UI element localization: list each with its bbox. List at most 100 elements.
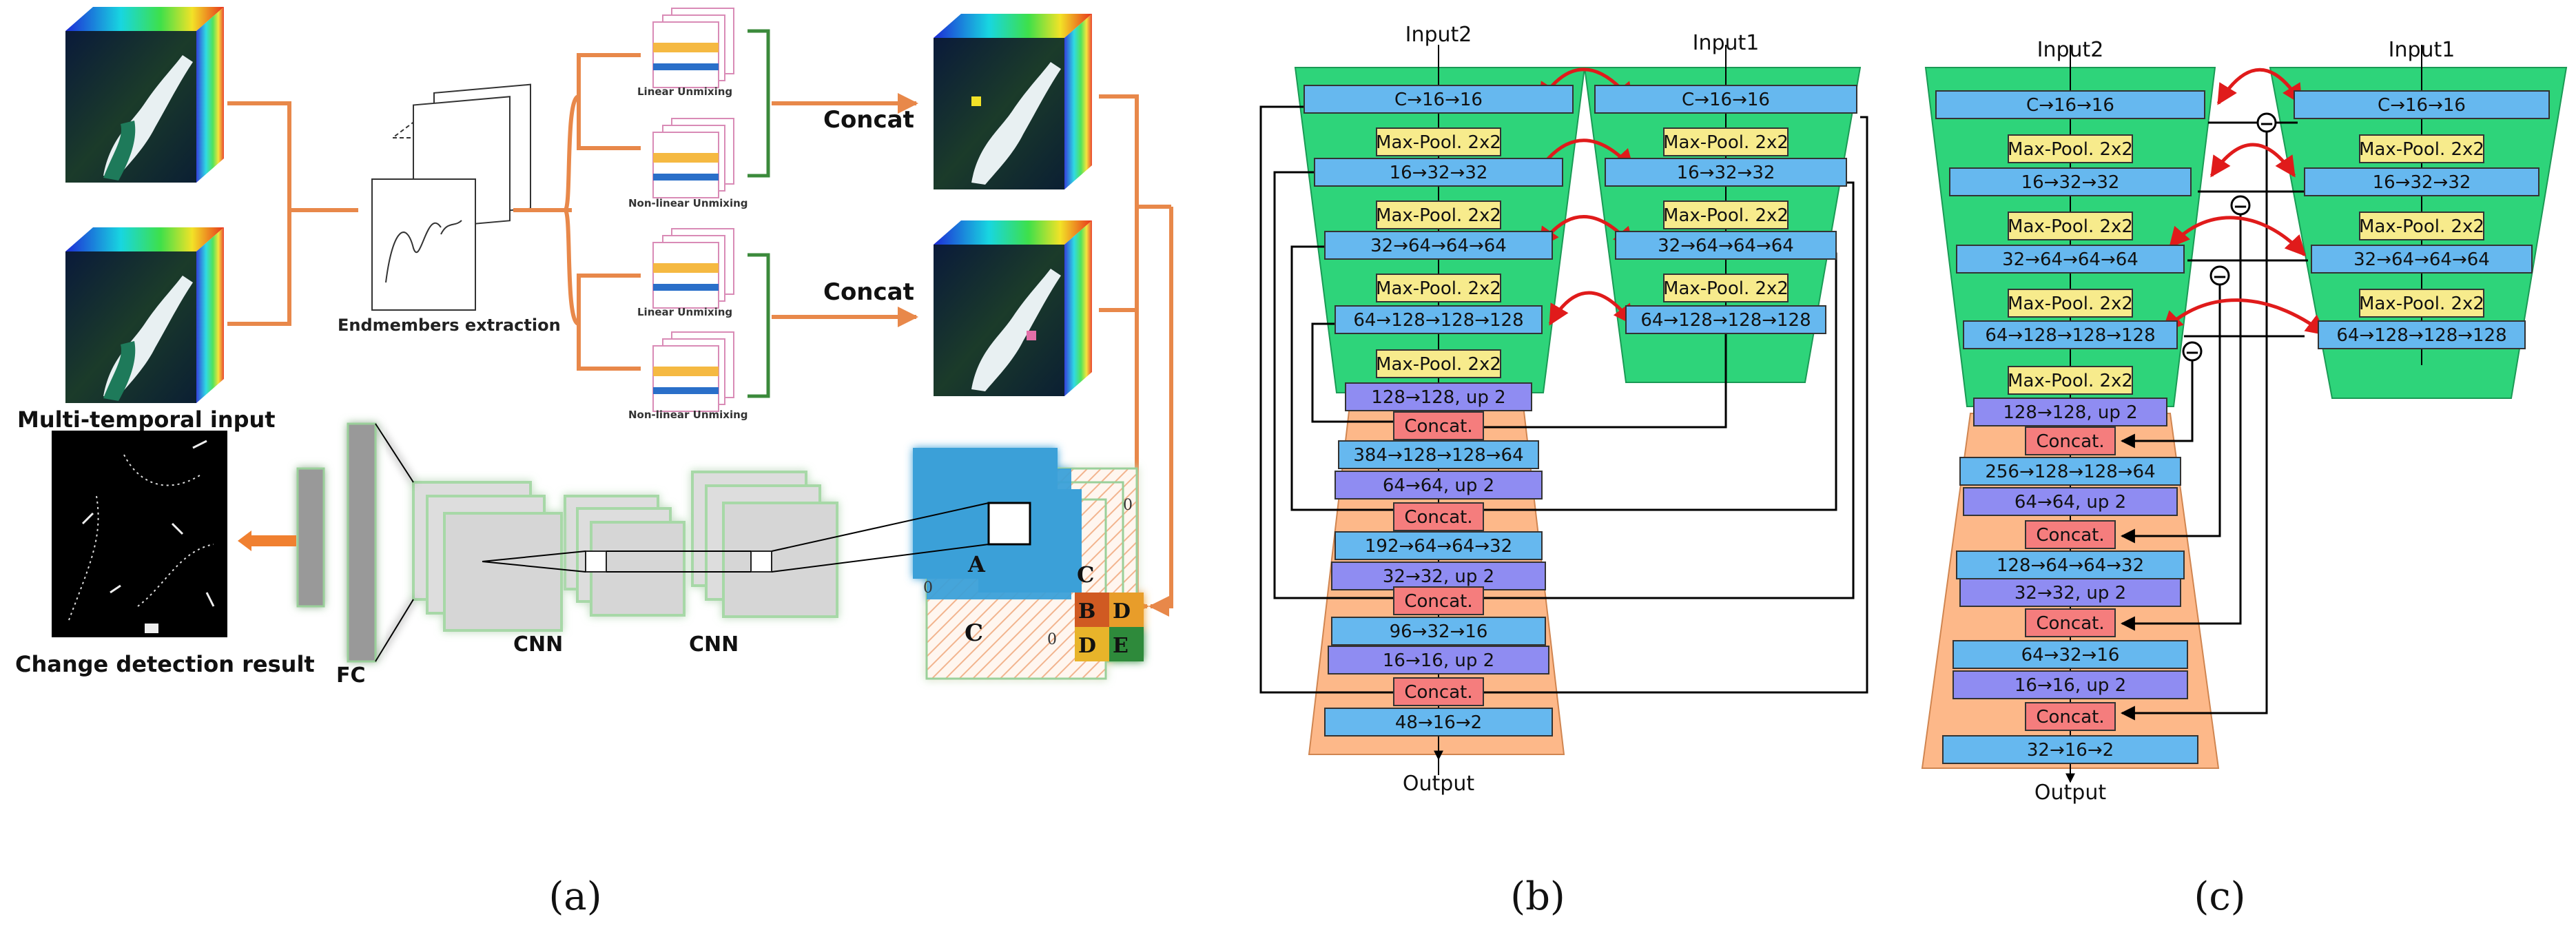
- input-connector: [227, 101, 358, 326]
- max-pool-block: Max-Pool. 2x2: [2008, 134, 2133, 163]
- conv-block-box: [1963, 320, 2178, 349]
- conv-block-box: [2294, 90, 2550, 119]
- max-pool-block-label: Max-Pool. 2x2: [2359, 216, 2484, 237]
- conv-block-label: 64→32→16: [2021, 645, 2120, 666]
- patch-zero: 0: [923, 579, 933, 597]
- concat-block-label: Concat.: [2036, 431, 2104, 452]
- input-image-cube-1: [65, 7, 224, 183]
- max-pool-block: Max-Pool. 2x2: [1376, 200, 1501, 229]
- upsample-block: 64→64, up 2: [1963, 487, 2178, 516]
- max-pool-block: Max-Pool. 2x2: [2359, 212, 2484, 240]
- conv-block: 256→128→128→64: [1959, 457, 2181, 486]
- conv-block-box: [1335, 305, 1543, 334]
- conv-block-label: 16→32→32: [1677, 163, 1775, 183]
- max-pool-block-box: [1376, 127, 1501, 156]
- output-label: Output: [2034, 781, 2106, 805]
- conv-block-box: [1952, 640, 2188, 669]
- concat-label-2: Concat: [823, 278, 914, 306]
- concat-block-label: Concat.: [1404, 507, 1472, 528]
- patch-letter-d: D: [1078, 634, 1096, 658]
- upsample-block: 16→16, up 2: [1328, 646, 1549, 675]
- max-pool-block: Max-Pool. 2x2: [1376, 349, 1501, 378]
- difference-symbol: −: [2212, 267, 2227, 287]
- max-pool-block-box: [1376, 349, 1501, 378]
- max-pool-block: Max-Pool. 2x2: [1376, 274, 1501, 302]
- input-image-cube-2: [65, 227, 224, 403]
- unmixing-connector: [513, 53, 641, 371]
- upsample-block-label: 64→64, up 2: [2015, 492, 2126, 513]
- max-pool-block-label: Max-Pool. 2x2: [1663, 205, 1789, 226]
- concat-output-cube-2: [934, 220, 1092, 396]
- cnn-label-2: CNN: [689, 632, 739, 657]
- patch-zero: 0: [1123, 497, 1133, 514]
- conv-block-label: 48→16→2: [1395, 712, 1482, 733]
- concat-block-label: Concat.: [2036, 525, 2104, 546]
- max-pool-block-box: [2359, 134, 2484, 163]
- endmembers-extraction-label: Endmembers extraction: [338, 316, 561, 335]
- conv-block: 64→128→128→128: [2318, 320, 2526, 349]
- conv-block-label: C→16→16: [1394, 90, 1483, 110]
- skip-connection-line: [1259, 105, 1868, 694]
- conv-block-label: C→16→16: [2378, 95, 2466, 116]
- conv-block: 32→64→64→64: [1615, 231, 1837, 260]
- conv-block-box: [1304, 85, 1574, 114]
- conv-block-box: [1605, 158, 1847, 187]
- patch-letter-c: C: [965, 619, 983, 647]
- conv-block: 32→64→64→64: [1956, 245, 2185, 274]
- conv-block: C→16→16: [2294, 90, 2550, 119]
- upsample-block-box: [1959, 578, 2181, 607]
- conv-block: 128→64→64→32: [1956, 550, 2185, 579]
- patch-letter-d: D: [1113, 599, 1131, 624]
- max-pool-block-box: [1663, 274, 1789, 302]
- linear-unmixing-label-2: Linear Unmixing: [637, 306, 732, 318]
- input2-label: Input2: [2037, 38, 2104, 62]
- multi-temporal-input-label: Multi-temporal input: [17, 406, 276, 433]
- max-pool-block: Max-Pool. 2x2: [1663, 274, 1789, 302]
- concat-block-box: [2025, 608, 2116, 637]
- max-pool-block-label: Max-Pool. 2x2: [2359, 139, 2484, 160]
- conv-block: C→16→16: [1594, 85, 1857, 114]
- nonlinear-unmixing-label-1: Non-linear Unmixing: [628, 197, 748, 209]
- conv-block-box: [2304, 167, 2539, 196]
- max-pool-block-box: [2008, 289, 2133, 318]
- conv-block-box: [1615, 231, 1837, 260]
- concat-block: Concat.: [1393, 411, 1484, 440]
- difference-symbol: −: [2233, 196, 2248, 217]
- conv-block: 384→128→128→64: [1338, 440, 1539, 469]
- panel-c-unet-siamese-diff: Input2 Input1 Output − − − −: [1921, 38, 2568, 805]
- max-pool-block: Max-Pool. 2x2: [2008, 212, 2133, 240]
- upsample-block-box: [1963, 487, 2178, 516]
- max-pool-block-label: Max-Pool. 2x2: [1376, 205, 1501, 226]
- cnn-label-1: CNN: [513, 632, 563, 657]
- conv-block: C→16→16: [1935, 90, 2205, 119]
- upsample-block: 16→16, up 2: [1952, 670, 2188, 699]
- conv-block-box: [1949, 167, 2192, 196]
- max-pool-block-label: Max-Pool. 2x2: [1376, 132, 1501, 153]
- fc-layers: [296, 422, 414, 663]
- conv-block-label: 16→32→32: [2021, 172, 2120, 193]
- upsample-block: 128→128, up 2: [1973, 398, 2167, 426]
- siamese-link-arrow: [2161, 68, 2327, 336]
- concat-block-box: [1393, 411, 1484, 440]
- conv-block: 16→32→32: [1314, 158, 1563, 187]
- concat-block: Concat.: [2025, 702, 2116, 731]
- max-pool-block-label: Max-Pool. 2x2: [2008, 216, 2133, 237]
- upsample-block: 32→32, up 2: [1959, 578, 2181, 607]
- concat-block-label: Concat.: [1404, 682, 1472, 703]
- max-pool-block: Max-Pool. 2x2: [2359, 289, 2484, 318]
- concat-block-box: [1393, 502, 1484, 531]
- input2-label: Input2: [1405, 23, 1472, 47]
- max-pool-block-label: Max-Pool. 2x2: [2008, 139, 2133, 160]
- concat-block: Concat.: [2025, 426, 2116, 455]
- conv-block-label: 32→64→64→64: [2353, 249, 2490, 270]
- max-pool-block: Max-Pool. 2x2: [2008, 366, 2133, 395]
- nonlinear-unmixing-label-2: Non-linear Unmixing: [628, 409, 748, 421]
- difference-symbol: −: [2185, 342, 2200, 363]
- conv-block-box: [1324, 231, 1553, 260]
- concat-block: Concat.: [1393, 586, 1484, 615]
- conv-block-label: 32→64→64→64: [1370, 236, 1507, 256]
- upsample-block-label: 128→128, up 2: [2003, 402, 2137, 423]
- concat-block-label: Concat.: [2036, 707, 2104, 728]
- patch-stack: [913, 448, 1144, 680]
